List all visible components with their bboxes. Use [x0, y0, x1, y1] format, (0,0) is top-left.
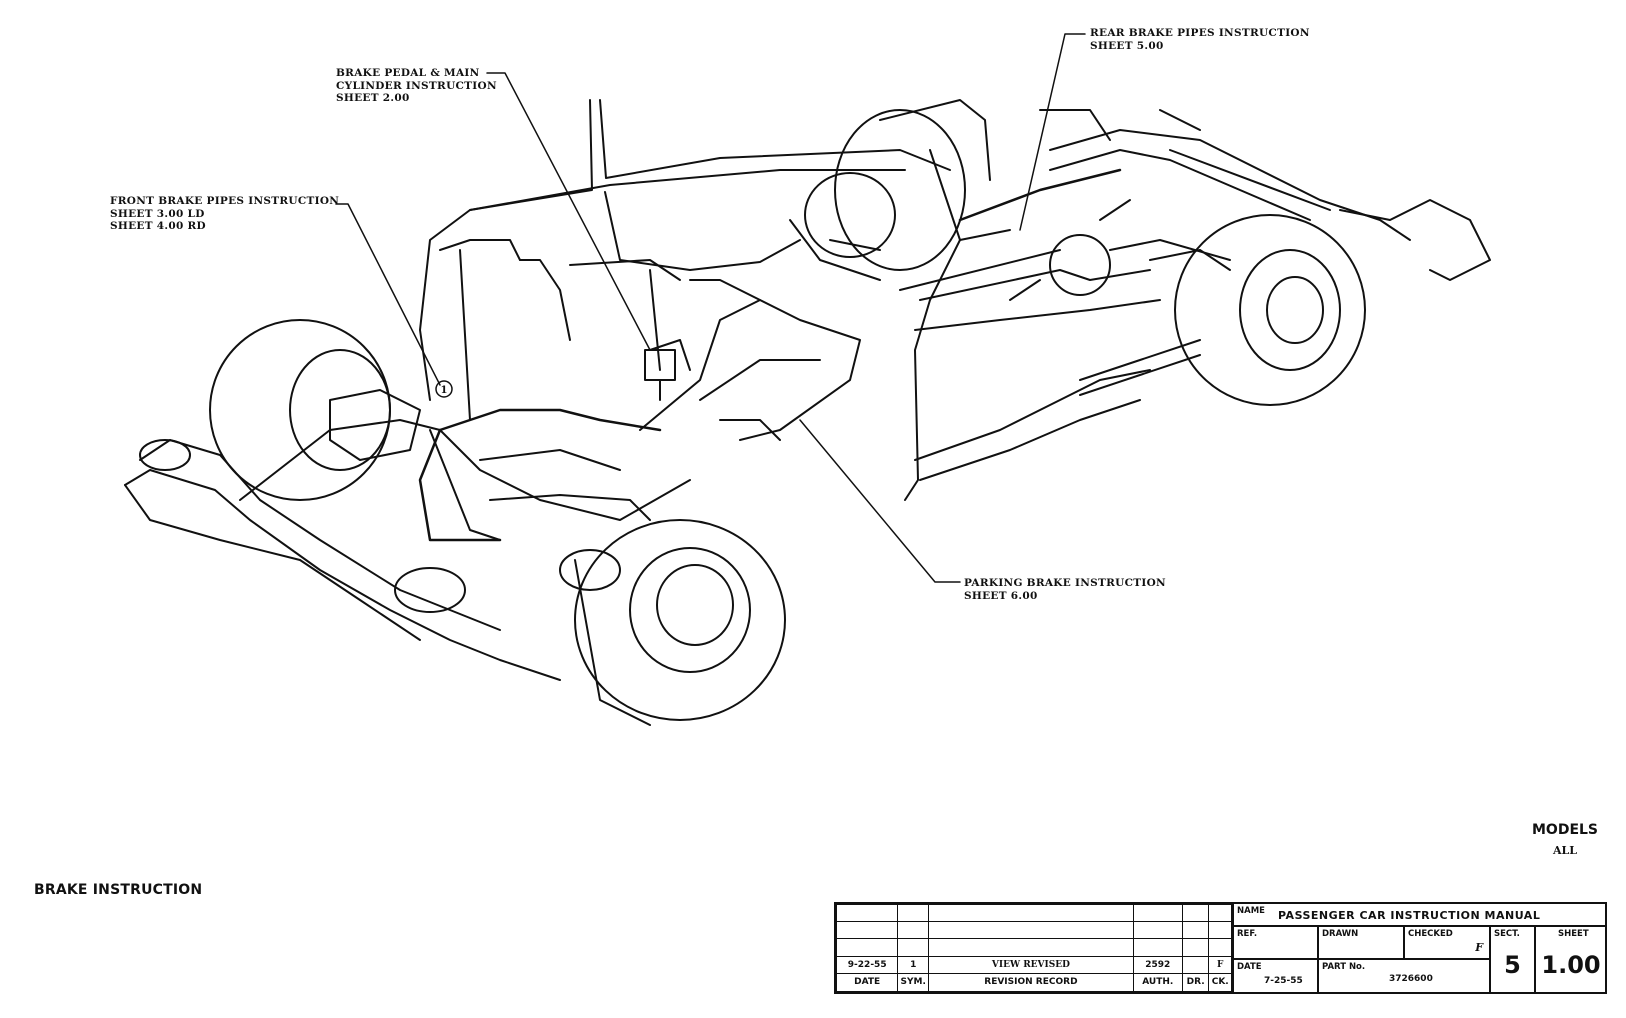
sect-label: SECT.: [1494, 929, 1520, 939]
checked-value: F: [1475, 941, 1483, 954]
part-cell: PART No. 3726600: [1318, 959, 1490, 992]
callout-rear-brake-pipes: REAR BRAKE PIPES INSTRUCTION SHEET 5.00: [1090, 27, 1310, 52]
header-sym: SYM.: [897, 972, 930, 993]
header-date: DATE: [835, 972, 899, 993]
frame-rails: [914, 109, 1491, 481]
rear-axle: [959, 199, 1231, 301]
callout-front-brake-pipes-sheet-rd: SHEET 4.00 RD: [110, 220, 206, 232]
body-cowl: [419, 99, 1061, 501]
callout-rear-brake-pipes-title: REAR BRAKE PIPES INSTRUCTION: [1090, 27, 1310, 39]
date-value: 7-25-55: [1264, 976, 1303, 986]
leader-lines: [335, 33, 1086, 583]
revision-date: 9-22-55: [835, 955, 899, 974]
callout-front-brake-pipes-sheet-ld: SHEET 3.00 LD: [110, 207, 205, 220]
models-value: ALL: [1552, 844, 1577, 857]
sect-cell: SECT. 5: [1490, 926, 1535, 992]
revision-dr: [1181, 955, 1210, 974]
revision-table: 9-22-55 1 VIEW REVISED 2592 F DATE SYM. …: [835, 903, 1232, 993]
models-block: MODELS ALL: [1520, 822, 1610, 857]
callout-front-brake-pipes-title: FRONT BRAKE PIPES INSTRUCTION: [110, 195, 340, 207]
header-ck: CK.: [1208, 972, 1232, 993]
revision-description: VIEW REVISED: [928, 955, 1134, 974]
drawn-cell: DRAWN: [1318, 926, 1404, 959]
sheet-cell: SHEET 1.00: [1535, 926, 1607, 992]
sheet-value: 1.00: [1541, 951, 1601, 979]
rear-right-wheel: [1174, 214, 1366, 406]
ref-cell: REF.: [1234, 926, 1318, 959]
callout-parking-brake-title: PARKING BRAKE INSTRUCTION: [964, 577, 1166, 589]
callout-front-brake-pipes: FRONT BRAKE PIPES INSTRUCTION SHEET 3.00…: [110, 195, 339, 233]
chassis-illustration: 1: [124, 33, 1491, 726]
ref-label: REF.: [1237, 929, 1258, 939]
part-label: PART No.: [1322, 962, 1366, 972]
name-value: PASSENGER CAR INSTRUCTION MANUAL: [1278, 909, 1541, 922]
front-left-wheel: [209, 319, 391, 501]
circle-marker-label: 1: [441, 385, 448, 396]
front-bumper: [124, 439, 621, 681]
rear-leaf-spring: [1079, 249, 1231, 396]
callout-parking-brake: PARKING BRAKE INSTRUCTION SHEET 6.00: [964, 577, 1166, 602]
revision-header-row: DATE SYM. REVISION RECORD AUTH. DR. CK.: [835, 972, 1232, 993]
date-cell: DATE 7-25-55: [1234, 959, 1318, 992]
sheet-label: SHEET: [1558, 929, 1589, 939]
callout-brake-pedal: BRAKE PEDAL & MAIN CYLINDER INSTRUCTION …: [336, 67, 497, 105]
leader-brake-pedal: [486, 72, 651, 351]
master-cylinder: [644, 349, 676, 401]
callout-circle-marker: 1: [435, 380, 453, 398]
leader-parking-brake: [799, 419, 961, 583]
checked-label: CHECKED: [1408, 929, 1453, 939]
front-suspension: [239, 279, 861, 541]
steering-wheel: [789, 172, 896, 281]
title-block: 9-22-55 1 VIEW REVISED 2592 F DATE SYM. …: [834, 902, 1607, 994]
callout-brake-pedal-line1: BRAKE PEDAL & MAIN: [336, 67, 480, 79]
header-record: REVISION RECORD: [928, 972, 1134, 993]
part-value: 3726600: [1389, 974, 1433, 984]
front-right-wheel: [574, 519, 786, 726]
callout-parking-brake-sheet: SHEET 6.00: [964, 589, 1038, 602]
title-block-info: NAME PASSENGER CAR INSTRUCTION MANUAL RE…: [1232, 904, 1607, 992]
revision-ck: F: [1208, 955, 1232, 974]
brake-pipes: [418, 168, 1122, 542]
revision-auth: 2592: [1132, 955, 1183, 974]
rear-upper-wheel: [834, 109, 966, 271]
leader-rear-brake-pipes: [1019, 33, 1086, 231]
drawn-label: DRAWN: [1322, 929, 1359, 939]
sect-value: 5: [1504, 951, 1521, 979]
callout-rear-brake-pipes-sheet: SHEET 5.00: [1090, 39, 1164, 52]
models-label: MODELS: [1531, 822, 1599, 838]
checked-cell: CHECKED F: [1404, 926, 1490, 959]
revision-row: 9-22-55 1 VIEW REVISED 2592 F: [835, 955, 1232, 974]
callout-brake-pedal-sheet: SHEET 2.00: [336, 92, 410, 104]
page-title: BRAKE INSTRUCTION: [34, 882, 203, 898]
name-cell: NAME PASSENGER CAR INSTRUCTION MANUAL: [1234, 904, 1607, 926]
header-auth: AUTH.: [1132, 972, 1183, 993]
callout-brake-pedal-line2: CYLINDER INSTRUCTION: [336, 79, 497, 92]
date-label: DATE: [1237, 962, 1262, 972]
header-dr: DR.: [1181, 972, 1210, 993]
revision-sym: 1: [897, 955, 930, 974]
name-label: NAME: [1237, 906, 1265, 916]
leader-front-brake-pipes: [335, 203, 441, 386]
